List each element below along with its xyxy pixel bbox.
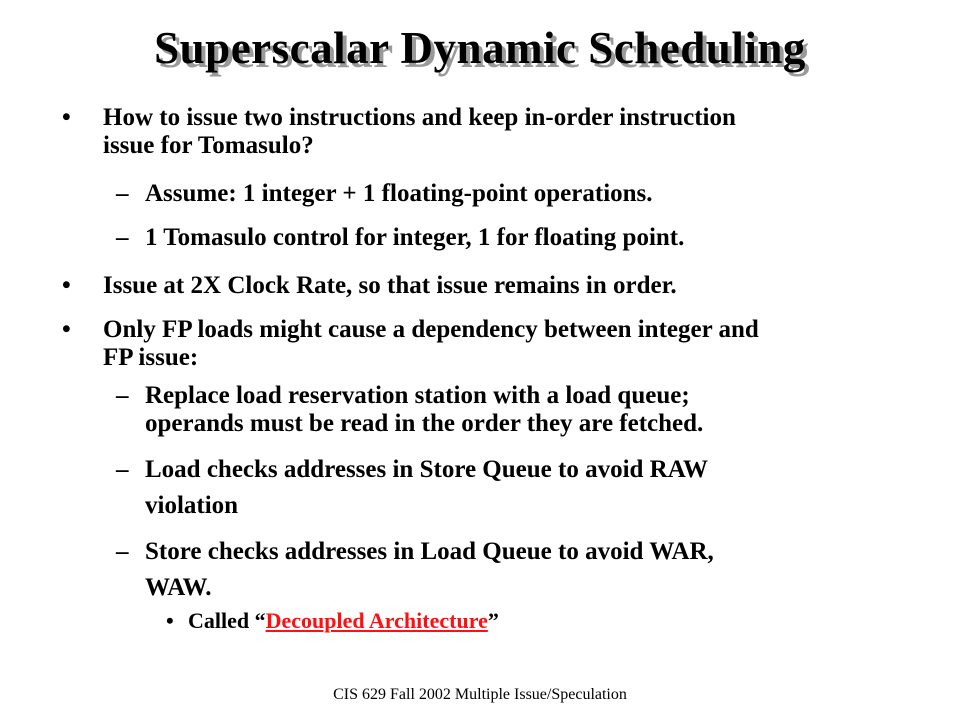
dash-marker: –	[116, 538, 129, 565]
bullet-marker: •	[166, 608, 174, 633]
called-prefix: Called “	[188, 608, 266, 633]
bullet-marker: •	[62, 272, 71, 299]
sub-sub-bullet-text-line: Called “Decoupled Architecture”	[188, 608, 499, 634]
dash-marker: –	[116, 224, 129, 251]
sub-bullet-text-line: Load checks addresses in Store Queue to …	[145, 456, 709, 483]
sub-bullet-text-line: Store checks addresses in Load Queue to …	[145, 538, 714, 565]
dash-marker: –	[116, 180, 129, 207]
bullet-text-line: How to issue two instructions and keep i…	[103, 104, 736, 131]
sub-bullet-text-line: violation	[145, 492, 239, 519]
decoupled-architecture-link[interactable]: Decoupled Architecture	[265, 608, 488, 633]
slide-footer: CIS 629 Fall 2002 Multiple Issue/Specula…	[333, 686, 627, 703]
sub-bullet-text-line: 1 Tomasulo control for integer, 1 for fl…	[145, 224, 685, 251]
dash-marker: –	[116, 456, 129, 483]
sub-bullet-text-line: operands must be read in the order they …	[145, 410, 704, 437]
slide-title: Superscalar Dynamic Scheduling	[154, 23, 806, 73]
bullet-marker: •	[62, 316, 71, 343]
bullet-text-line: Issue at 2X Clock Rate, so that issue re…	[103, 272, 677, 299]
bullet-marker: •	[62, 104, 71, 131]
bullet-text-line: Only FP loads might cause a dependency b…	[103, 316, 759, 343]
sub-bullet-text-line: WAW.	[145, 574, 212, 601]
called-suffix: ”	[487, 608, 499, 633]
sub-bullet-text-line: Assume: 1 integer + 1 floating-point ope…	[145, 180, 653, 207]
dash-marker: –	[116, 382, 129, 409]
bullet-text-line: issue for Tomasulo?	[103, 132, 314, 159]
bullet-text-line: FP issue:	[103, 344, 199, 371]
sub-bullet-text-line: Replace load reservation station with a …	[145, 382, 690, 409]
